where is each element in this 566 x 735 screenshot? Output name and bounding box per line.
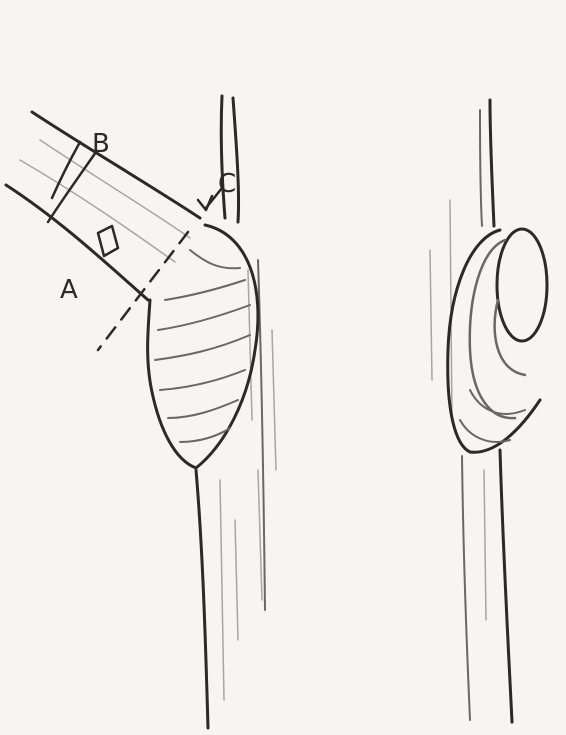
branch-upper-edge bbox=[32, 112, 200, 218]
right-trunk-top-right-edge bbox=[490, 100, 494, 226]
right-trunk-lower-right-edge bbox=[500, 450, 512, 722]
right-trunk-with-healed-wound bbox=[430, 100, 547, 722]
left-trunk-top-left-edge bbox=[221, 96, 225, 218]
cut-line-b-front bbox=[48, 152, 96, 222]
final-cut-dashed-line bbox=[98, 232, 188, 350]
left-trunk-top-right-edge bbox=[233, 98, 239, 222]
arrow-c-head bbox=[198, 196, 212, 210]
left-trunk-with-branch: B C A bbox=[6, 96, 276, 728]
label-c: C bbox=[218, 169, 236, 199]
label-a: A bbox=[60, 275, 78, 305]
left-trunk-lower-left-edge bbox=[196, 470, 208, 728]
label-b: B bbox=[92, 129, 110, 159]
undercut-notch-a bbox=[98, 226, 118, 256]
right-trunk-lower-left-edge bbox=[462, 456, 470, 720]
wound-center bbox=[497, 229, 547, 341]
